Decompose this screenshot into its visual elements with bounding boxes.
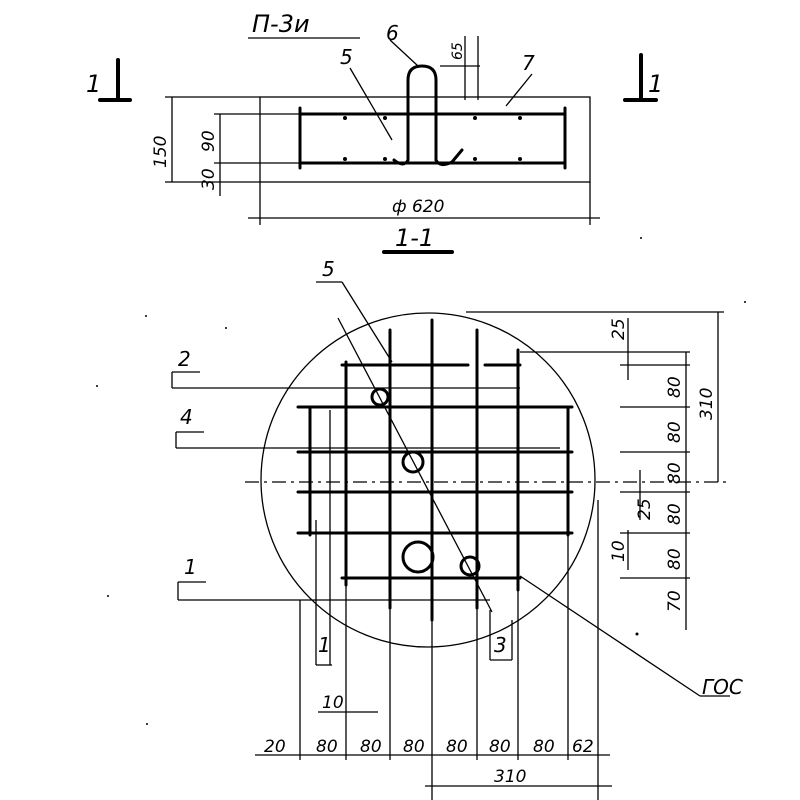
- dim-right-80-e: 80: [665, 548, 685, 570]
- dim-65: 65: [450, 42, 466, 60]
- dim-bottom-10: 10: [322, 693, 344, 713]
- dim-right-10: 10: [609, 540, 629, 562]
- dim-right-25-mid: 25: [635, 498, 655, 520]
- plan-callout-1b: 1: [318, 633, 331, 657]
- dim-right-80-b: 80: [665, 421, 685, 443]
- dim-right-70: 70: [665, 590, 685, 612]
- plate-circle: [260, 312, 596, 648]
- leader-6: [389, 39, 419, 67]
- anchor-large: [401, 540, 435, 574]
- dim-bottom-80-c: 80: [403, 737, 425, 757]
- dim-right-80-c: 80: [665, 462, 685, 484]
- cut-leader: [519, 575, 701, 697]
- section-mark-left-label: 1: [86, 70, 101, 98]
- plan-callout-1: 1: [184, 555, 197, 579]
- plan-callout-3: 3: [494, 633, 507, 657]
- diagonal-bar: [337, 317, 493, 613]
- plan-view: 5 2 4 1 1 3 ГОС: [171, 257, 743, 699]
- dim-right-25-top: 25: [609, 318, 629, 340]
- lifting-loop: [406, 64, 438, 162]
- callout-5: 5: [340, 45, 353, 69]
- plan-callout-5: 5: [322, 257, 335, 281]
- slab-outline: [259, 96, 591, 183]
- dim-bottom-20: 20: [264, 737, 286, 757]
- anchor-small-top: [370, 387, 390, 407]
- title-text: П-3и: [252, 10, 310, 38]
- anchor-medium: [401, 450, 425, 474]
- scan-specks: [96, 237, 746, 725]
- anchor-small-bottom: [459, 555, 481, 577]
- section-bar-dots: [343, 116, 522, 161]
- callout-7: 7: [522, 51, 535, 75]
- dim-bottom-80-b: 80: [360, 737, 382, 757]
- dim-bottom-total: 310: [494, 767, 526, 787]
- bottom-dimensions: 20 80 80 80 80 80 80 62 10 310: [255, 500, 612, 800]
- section-label: 1-1: [395, 224, 434, 252]
- dim-bottom-80-f: 80: [533, 737, 555, 757]
- leader-5: [349, 67, 393, 141]
- callout-6: 6: [386, 21, 399, 45]
- dim-90: 90: [199, 130, 219, 152]
- dim-right-80-d: 80: [665, 503, 685, 525]
- section-mark-right-label: 1: [648, 70, 663, 98]
- section-view: 5 6 7 65 150 90 30 ф 620 1-1: [151, 21, 600, 254]
- horizontal-bars: [296, 363, 574, 580]
- leader-7: [505, 73, 533, 107]
- plan-callout-4: 4: [180, 405, 193, 429]
- section-mark-right: 1: [623, 53, 663, 102]
- dim-right-80-a: 80: [665, 376, 685, 398]
- dim-diameter: ф 620: [392, 197, 444, 217]
- cut-label: ГОС: [702, 675, 743, 699]
- plan-callout-2: 2: [178, 347, 191, 371]
- dim-bottom-80-a: 80: [316, 737, 338, 757]
- dim-30: 30: [199, 168, 219, 190]
- right-dimensions: 25 80 80 80 25 80 10 80 70 310: [466, 311, 724, 630]
- dim-150: 150: [151, 136, 171, 168]
- section-mark-left: 1: [86, 58, 132, 102]
- dim-bottom-80-d: 80: [446, 737, 468, 757]
- dim-bottom-62: 62: [572, 737, 594, 757]
- dim-right-total: 310: [697, 388, 717, 420]
- dim-bottom-80-e: 80: [489, 737, 511, 757]
- vertical-bars: [308, 318, 570, 622]
